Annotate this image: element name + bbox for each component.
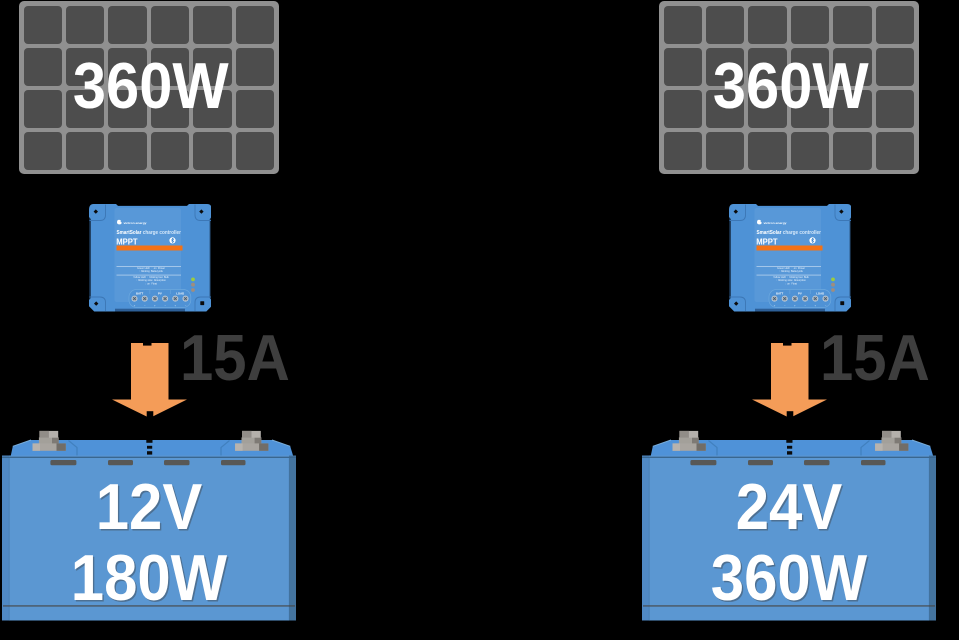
svg-text:+: + [794,304,796,307]
svg-text:MPPT: MPPT [116,237,137,246]
svg-text:BATT: BATT [775,292,783,296]
svg-text:: blinking slow Absorption: : blinking slow Absorption [776,279,806,282]
svg-text:: on Float: : on Float [145,282,157,285]
svg-text:: blinking slow Absorption: : blinking slow Absorption [136,279,166,282]
svg-text:+: + [773,304,775,307]
svg-text:−: − [804,304,806,307]
svg-text:−: − [824,304,826,307]
svg-text:−: − [164,304,166,307]
svg-text:PV: PV [798,292,802,296]
svg-text:−: − [783,304,785,307]
svg-text:+: + [814,304,816,307]
svg-text:MPPT: MPPT [756,237,777,246]
svg-text:Green LED : on Power: Green LED : on Power [777,267,805,270]
svg-text:+: + [174,304,176,307]
svg-text:+: + [154,304,156,307]
svg-text:+: + [133,304,135,307]
svg-text:Yellow LED : blinking fast: Yellow LED : blinking fast Bulk [133,276,169,279]
svg-text:victron energy: victron energy [763,221,786,225]
svg-text:: blinking BatteryLife: : blinking BatteryLife [779,270,804,273]
svg-text:Green LED : on Power: Green LED : on Power [137,267,165,270]
svg-text:Yellow LED : blinking fast: Yellow LED : blinking fast Bulk [773,276,809,279]
svg-text:LOAD: LOAD [816,292,824,296]
svg-text:BATT: BATT [135,292,143,296]
svg-text:PV: PV [158,292,162,296]
svg-text:−: − [184,304,186,307]
svg-text:−: − [143,304,145,307]
svg-text:SmartSolar charge controller: SmartSolar charge controller [116,230,181,236]
svg-text:LOAD: LOAD [176,292,184,296]
svg-text:victron energy: victron energy [123,221,146,225]
svg-text:: blinking BatteryLife: : blinking BatteryLife [139,270,164,273]
svg-text:: on Float: : on Float [785,282,797,285]
svg-text:SmartSolar charge controller: SmartSolar charge controller [756,230,821,236]
